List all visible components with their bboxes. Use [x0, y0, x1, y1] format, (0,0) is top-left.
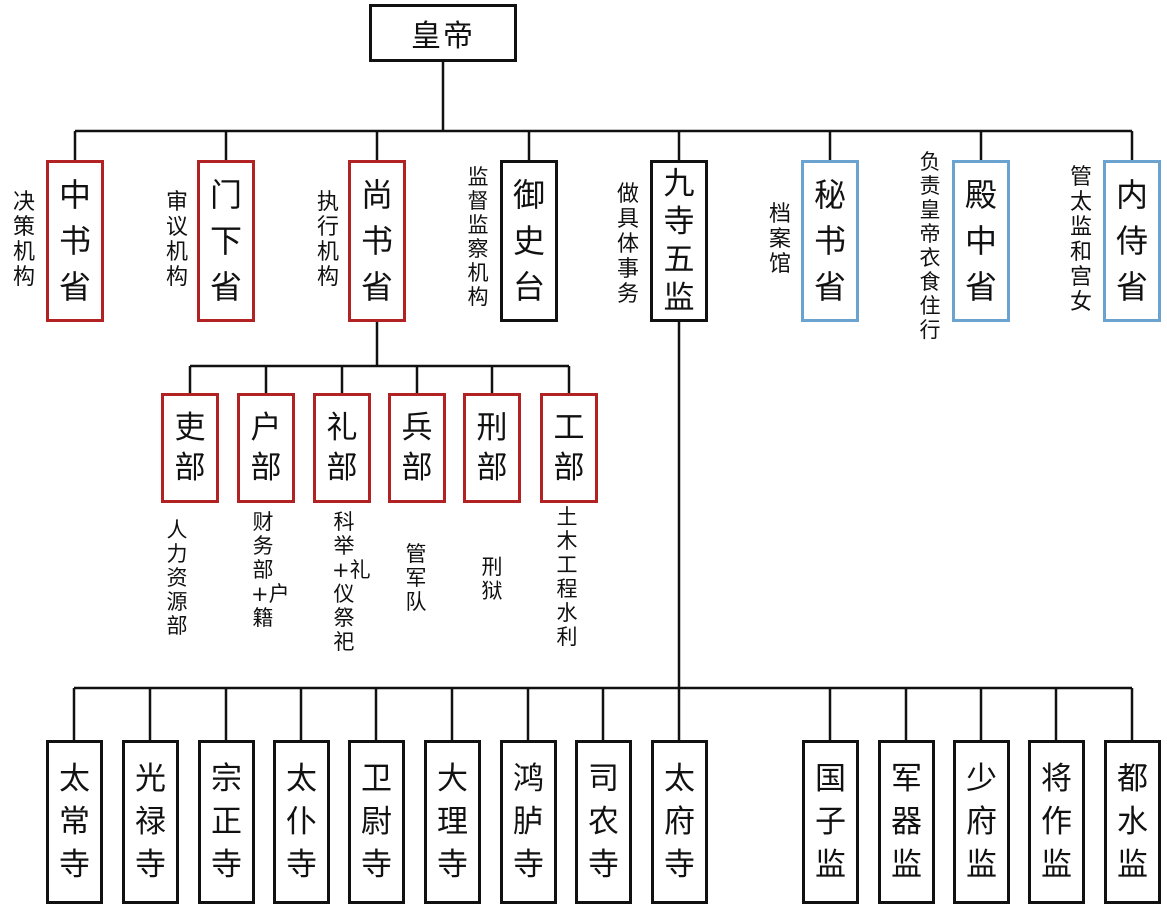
ministry-li-box: 吏部: [161, 393, 219, 503]
shangshu-note: 执行机构: [316, 190, 339, 290]
yushitai-label: 御史台: [512, 176, 545, 306]
temple-taifu-label: 太府寺: [664, 760, 695, 883]
shangshu-box: 尚书省: [348, 160, 406, 322]
ministry-rites-note: 科举+礼仪祭祀: [332, 510, 371, 654]
temple-honglu-box: 鸿胪寺: [500, 740, 557, 904]
jiusi-wujian-label: 九寺五监: [663, 166, 695, 316]
ministry-rites-label: 礼部: [326, 410, 358, 486]
directorate-guozi-label: 国子监: [815, 760, 846, 883]
ministry-justice-box: 刑部: [463, 393, 521, 503]
zhongshu-box: 中书省: [46, 160, 104, 322]
directorate-dushui-box: 都水监: [1104, 740, 1161, 904]
temple-zongzheng-label: 宗正寺: [211, 760, 242, 883]
jiusi-note: 做具体事务: [616, 182, 639, 307]
ministry-works-label: 工部: [553, 410, 585, 486]
ministry-justice-label: 刑部: [476, 410, 508, 486]
ministry-justice-note: 刑狱: [481, 555, 503, 603]
directorate-jiangzuo-box: 将作监: [1028, 740, 1085, 904]
directorate-jiangzuo-label: 将作监: [1041, 760, 1072, 883]
ministry-hu-note: 财务部+户籍: [251, 510, 290, 630]
neishi-note: 管太监和宫女: [1069, 165, 1092, 315]
emperor-box: 皇帝: [369, 4, 517, 62]
temple-guanglu-box: 光禄寺: [122, 740, 179, 904]
menxia-box: 门下省: [197, 160, 255, 322]
temple-weiwei-box: 卫尉寺: [348, 740, 405, 904]
directorate-guozi-box: 国子监: [802, 740, 859, 904]
ministry-works-note: 土木工程水利: [556, 505, 578, 649]
jiusi-wujian-box: 九寺五监: [650, 160, 708, 322]
neishi-label: 内侍省: [1115, 176, 1148, 306]
temple-taipu-label: 太仆寺: [286, 760, 317, 883]
ministry-war-box: 兵部: [388, 393, 446, 503]
neishi-box: 内侍省: [1103, 160, 1161, 322]
emperor-label: 皇帝: [411, 19, 475, 54]
ministry-war-note: 管军队: [405, 542, 427, 614]
directorate-shaofu-box: 少府监: [953, 740, 1010, 904]
temple-dali-box: 大理寺: [424, 740, 481, 904]
directorate-shaofu-label: 少府监: [966, 760, 997, 883]
ministry-li-note: 人力资源部: [166, 518, 188, 638]
dianzhong-label: 殿中省: [964, 176, 997, 306]
mishu-box: 秘书省: [801, 160, 859, 322]
directorate-junqi-box: 军器监: [878, 740, 935, 904]
temple-sinong-box: 司农寺: [575, 740, 632, 904]
ministry-li-label: 吏部: [174, 410, 206, 486]
temple-guanglu-label: 光禄寺: [135, 760, 166, 883]
zhongshu-note: 决策机构: [12, 190, 35, 290]
yushitai-note: 监督监察机构: [467, 165, 489, 309]
temple-taichang-box: 太常寺: [46, 740, 103, 904]
temple-dali-label: 大理寺: [437, 760, 468, 883]
ministry-hu-label: 户部: [250, 410, 282, 486]
yushitai-box: 御史台: [500, 160, 558, 322]
temple-taichang-label: 太常寺: [59, 760, 90, 883]
mishu-note: 档案馆: [768, 202, 791, 277]
temple-sinong-label: 司农寺: [588, 760, 619, 883]
dianzhong-note: 负责皇帝衣食住行: [919, 150, 941, 342]
temple-taifu-box: 太府寺: [651, 740, 708, 904]
shangshu-label: 尚书省: [360, 176, 393, 306]
directorate-junqi-label: 军器监: [891, 760, 922, 883]
temple-zongzheng-box: 宗正寺: [198, 740, 255, 904]
ministry-war-label: 兵部: [401, 410, 433, 486]
ministry-hu-box: 户部: [237, 393, 295, 503]
directorate-dushui-label: 都水监: [1117, 760, 1148, 883]
menxia-note: 审议机构: [165, 190, 188, 290]
dianzhong-box: 殿中省: [952, 160, 1010, 322]
temple-honglu-label: 鸿胪寺: [513, 760, 544, 883]
zhongshu-label: 中书省: [58, 176, 91, 306]
mishu-label: 秘书省: [813, 176, 846, 306]
ministry-rites-box: 礼部: [313, 393, 371, 503]
ministry-works-box: 工部: [540, 393, 598, 503]
menxia-label: 门下省: [209, 176, 242, 306]
temple-taipu-box: 太仆寺: [273, 740, 330, 904]
temple-weiwei-label: 卫尉寺: [361, 760, 392, 883]
